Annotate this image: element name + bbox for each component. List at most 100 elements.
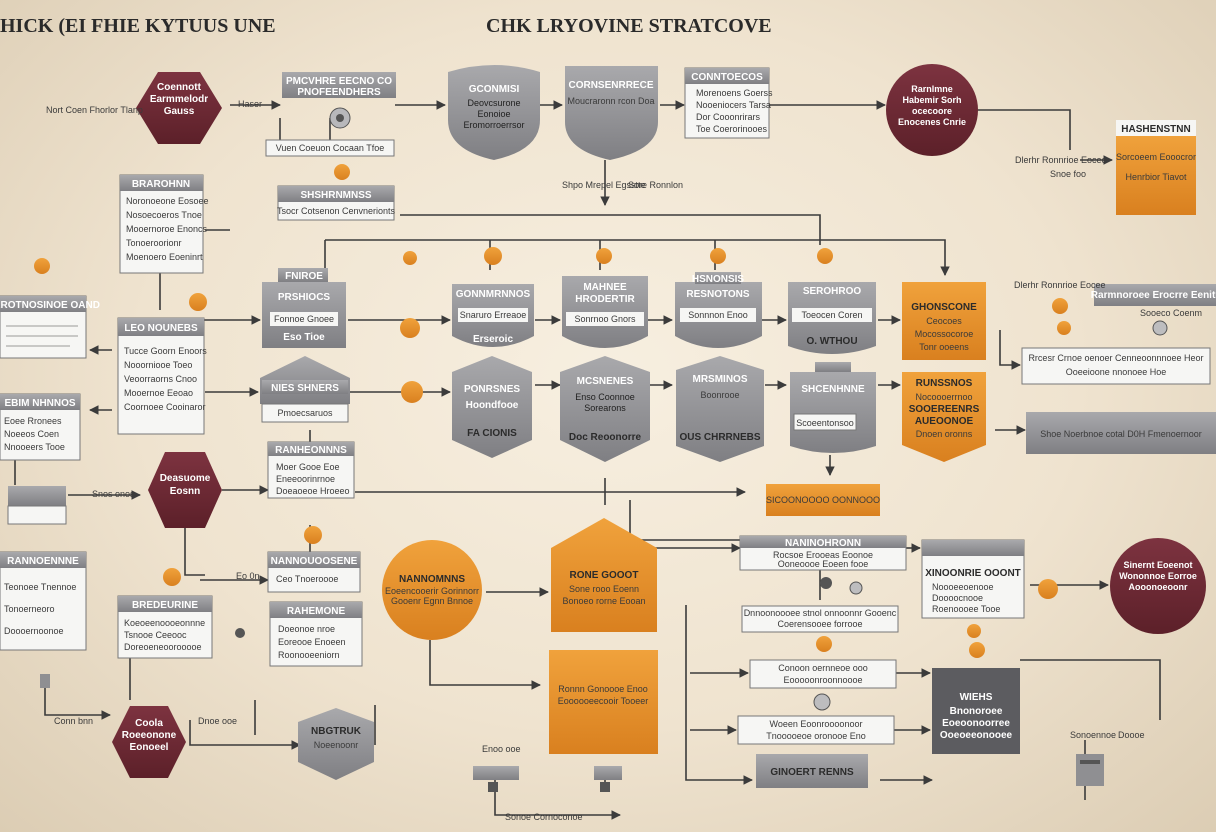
label-mid-2: Sore Ronnlon [628,180,683,190]
doc-left-3[interactable]: RANNOENNNE Teonoee Tnennoe Tonoerneoro D… [0,551,87,651]
doc-left-4-title: BREDEURINE [132,600,198,611]
slip-bottom-2-text: Conoon oernneoe ooo [778,663,868,673]
process-node-4-title: HSNONSIS [692,274,745,285]
gear-icon-top [329,107,351,129]
coin-icon-center [163,526,322,638]
orange-rect-node[interactable]: Ronnn Gonoooe Enoo Eoooooeecooir Tooeer [549,650,658,754]
shield-node-mid-1[interactable]: NIES SHNERS Pmoecsaruos [260,356,350,423]
orange-box-1[interactable]: GHONSCONE Ceocoes Mocossocoroe Tonr ooee… [902,282,986,360]
doc-node-left-2-title: LEO NOUNEBS [124,323,198,334]
orange-shield-1[interactable]: RUNSSNOS Nocoooerrnoo SOOEREENRS AUEOONO… [902,372,986,462]
tag-node-left-3[interactable] [7,486,67,525]
slip-bottom-1[interactable]: Dnnoonoooee stnol onnoonnr Gooenc Coeren… [741,605,899,633]
doc-node-top-right-line-0: Morenoens Goerss [696,88,773,98]
circle-node-bottom-right[interactable]: Sinernt Eoeenot Wononnoe Eorroe Aooonoeo… [1110,538,1206,634]
shield-node-mid-1-sub: Pmoecsaruos [277,408,333,418]
doc-node-right-2[interactable]: Rarmnoroee Erocrre Eenitr Sooeco Coenm [1091,284,1216,318]
bar-bottom-center[interactable]: GINOERT RENNS [756,754,868,788]
shield-node-mid-1-title: NIES SHNERS [271,383,339,394]
shield-node-top-2-text: Moucraronn rcon Doa [567,96,654,106]
tag-node-left-2[interactable]: EBIM NHNNOS Eoee Rronees Noeeos Coen Nno… [0,393,81,461]
slip-bottom-3[interactable]: Woeen Eoonroooonoor Tnooooeoe oronooe En… [737,715,895,745]
doc-node-left-1-line-3: Tonoeroorionr [126,238,182,248]
shield-node-mid-2-tail: FA CIONIS [467,428,517,439]
doc-left-3-title: RANNOENNNE [7,556,79,567]
doc-center-3[interactable]: RAHEMONE Doeonoe nroe Eoreooe Enoeen Roo… [269,601,363,667]
dark-box-node[interactable]: WIEHS Bnonoroee Eoeoonoorree Ooeoeeonooe… [932,668,1020,754]
shield-node-bottom-sub: Noeenoonr [314,740,359,750]
doc-node-left-1-title: BRAROHNN [132,179,190,190]
doc-node-right-3-sub: Ooeeioone nnonoee Hoe [1066,367,1167,377]
label-right-2: Snoe foo [1050,169,1086,179]
tag-node-left-2-line-2: Nnooeers Tooe [4,442,65,452]
label-bottom-3: Sonoe Cornoconoe [505,812,583,822]
doc-center-1[interactable]: RANHEONNNS Moer Gooe Eoe Eneeoorinrnoe D… [267,441,355,499]
orange-strip[interactable]: SICOONOOOO OONNOOO [766,484,880,516]
header-box-1-sub: PNOFEENDHERS [297,87,381,98]
shield-node-mid-3[interactable]: MCSNENES Enso Coonnoe Sorearons Doc Reoo… [560,356,650,462]
process-node-4[interactable]: HSNONSIS RESNOTONS Sonnnon Enoo [675,272,762,348]
shield-node-bottom[interactable]: NBGTRUK Noeenoonr [298,708,374,780]
doc-node-top-right[interactable]: CONNTOECOS Morenoens Goerss Nooeniocers … [684,67,773,139]
shield-node-mid-5[interactable]: SHCENHNNE Scoeentonsoo [790,362,876,453]
dark-box-node-line-1: Eoeoonoorree [942,718,1010,729]
circle-node-top-right[interactable]: Rarnlmne Habemir Sorh ocecoore Enocenes … [886,64,978,156]
process-node-4-sub: RESNOTONS [686,289,749,300]
doc-node-left-2-line-4: Coornoee Cooinaror [124,402,206,412]
process-node-3[interactable]: MAHNEE HRODERTIR Sonrnoo Gnors [562,276,648,348]
doc-node-right-3[interactable]: Rrcesr Crnoe oenoer Cenneoonnnoee Heor O… [1021,347,1211,385]
shield-node-mid-2[interactable]: PONRSNES Hoondfooe FA CIONIS [452,356,532,458]
hex-node-top-left[interactable]: Coennott Earmmelodr Gauss [136,72,222,144]
shield-node-top-2[interactable]: CORNSENRRECE Moucraronn rcon Doa [565,66,658,160]
shield-node-mid-4-sub: Boonrooe [700,390,739,400]
process-node-1-slip: Fonnoe Gnoee [274,314,334,324]
hex-node-bottom-left[interactable]: Coola Roeeonone Eonoeel [112,706,186,778]
shield-node-mid-4[interactable]: MRSMINOS Boonrooe OUS CHRRNEBS [676,356,764,462]
doc-node-right-1[interactable]: HASHENSTNN Sorcoeem Eooocror Henrbior Ti… [1116,120,1196,215]
orange-shield-1-line-3: Dnoen oronns [916,429,973,439]
doc-node-left-2[interactable]: LEO NOUNEBS Tucce Goorn Enoors Nooornioo… [117,317,207,435]
orange-house-node[interactable]: RONE GOOOT Sone rooo Eoenn Bonoeo rorne … [551,518,657,632]
doc-mid-right-1[interactable]: NANINOHRONN Rocsoe Erooeas Eoonoe Ooneoo… [739,535,907,571]
shield-node-bottom-title: NBGTRUK [311,726,362,737]
process-node-5[interactable]: SEROHROO Toeocen Coren O. WTHOU [788,282,876,354]
tag-node-left-1[interactable]: BAROTNOSINOE OAND [0,295,100,359]
label-bottom-4: Eo 0n [236,571,260,581]
orange-circle-node-line-1: Gooenr Egnn Bnnoe [391,596,473,606]
doc-mid-right-2-line-0: Noooeeoenooe [932,582,994,592]
orange-shield-1-title: RUNSSNOS [916,378,973,389]
shield-node-top-1-title: GCONMISI [469,84,520,95]
label-far-left: Nort Coen Fhorlor Tlanp [46,105,143,115]
doc-center-2[interactable]: NANNOUOOSENE Ceo Tnoeroooe [267,551,361,593]
doc-node-right-4[interactable]: Shoe Noerbnoe cotal D0H Fmenoernoor [1026,412,1216,454]
doc-node-top-right-line-2: Dor Cooonrirars [696,112,761,122]
doc-node-right-3-text: Rrcesr Crnoe oenoer Cenneoonnnoee Heor [1028,353,1203,363]
dark-box-node-line-2: Ooeoeeonooee [940,730,1013,741]
header-box-2[interactable]: SHSHRNMNSS Tsocr Cotsenon Cenvnerionts [277,185,396,221]
label-bottom-left: Conn bnn [54,716,93,726]
slip-node-1[interactable]: Vuen Coeuon Cocaan Tfoe [265,139,395,157]
doc-mid-right-2[interactable]: XINOONRIE OOONT Noooeeoenooe Doooocnooe … [921,539,1025,619]
shield-node-top-1[interactable]: GCONMISI Deovcsurone Eonoioe Eromorroerr… [448,65,540,160]
header-box-1-title: PMCVHRE EECNO CO [286,76,392,87]
hex-node-mid-left[interactable]: Deasuome Eosnn [148,452,222,528]
doc-node-left-1-line-1: Nosoecoeros Tnoe [126,210,202,220]
doc-left-4[interactable]: BREDEURINE Koeoeenoooeonnne Tsnooe Ceeoo… [117,595,213,659]
header-box-1[interactable]: PMCVHRE EECNO CO PNOFEENDHERS [282,72,396,98]
slip-bottom-1-text: Dnnoonoooee stnol onnoonnr Gooenc [744,608,897,618]
slip-bottom-2[interactable]: Conoon oernneoe ooo Eooooonroonnoooe [749,659,897,689]
orange-circle-node[interactable]: NANNOMNNS Eoeencooerir Gorinnorr Gooenr … [382,540,482,640]
process-node-1[interactable]: FNIROE PRSHIOCS Fonnoe Gnoee Eso Tioe [262,268,346,348]
doc-center-1-line-0: Moer Gooe Eoe [276,462,340,472]
shield-node-mid-3-tail: Doc Reoonorre [569,432,642,443]
orange-rect-node-line-1: Eoooooeecooir Tooeer [558,696,648,706]
process-node-2[interactable]: GONNMRNNOS Snaruro Erreaoe Erseroic [452,284,534,347]
shield-node-mid-4-tail: OUS CHRRNEBS [679,432,760,443]
process-node-1-tail: Eso Tioe [283,332,325,343]
orange-box-1-title: GHONSCONE [911,302,977,313]
doc-node-left-1[interactable]: BRAROHNN Noronoeone Eosoee Nosoecoeros T… [119,174,209,274]
orange-shield-1-line-1: SOOEREENRS [909,404,980,415]
doc-left-4-line-2: Doreoeneoorooooe [124,642,202,652]
hex-node-bottom-left-text: Coola Roeeonone Eonoeel [121,718,177,753]
doc-left-3-line-0: Teonoee Tnennoe [4,582,76,592]
